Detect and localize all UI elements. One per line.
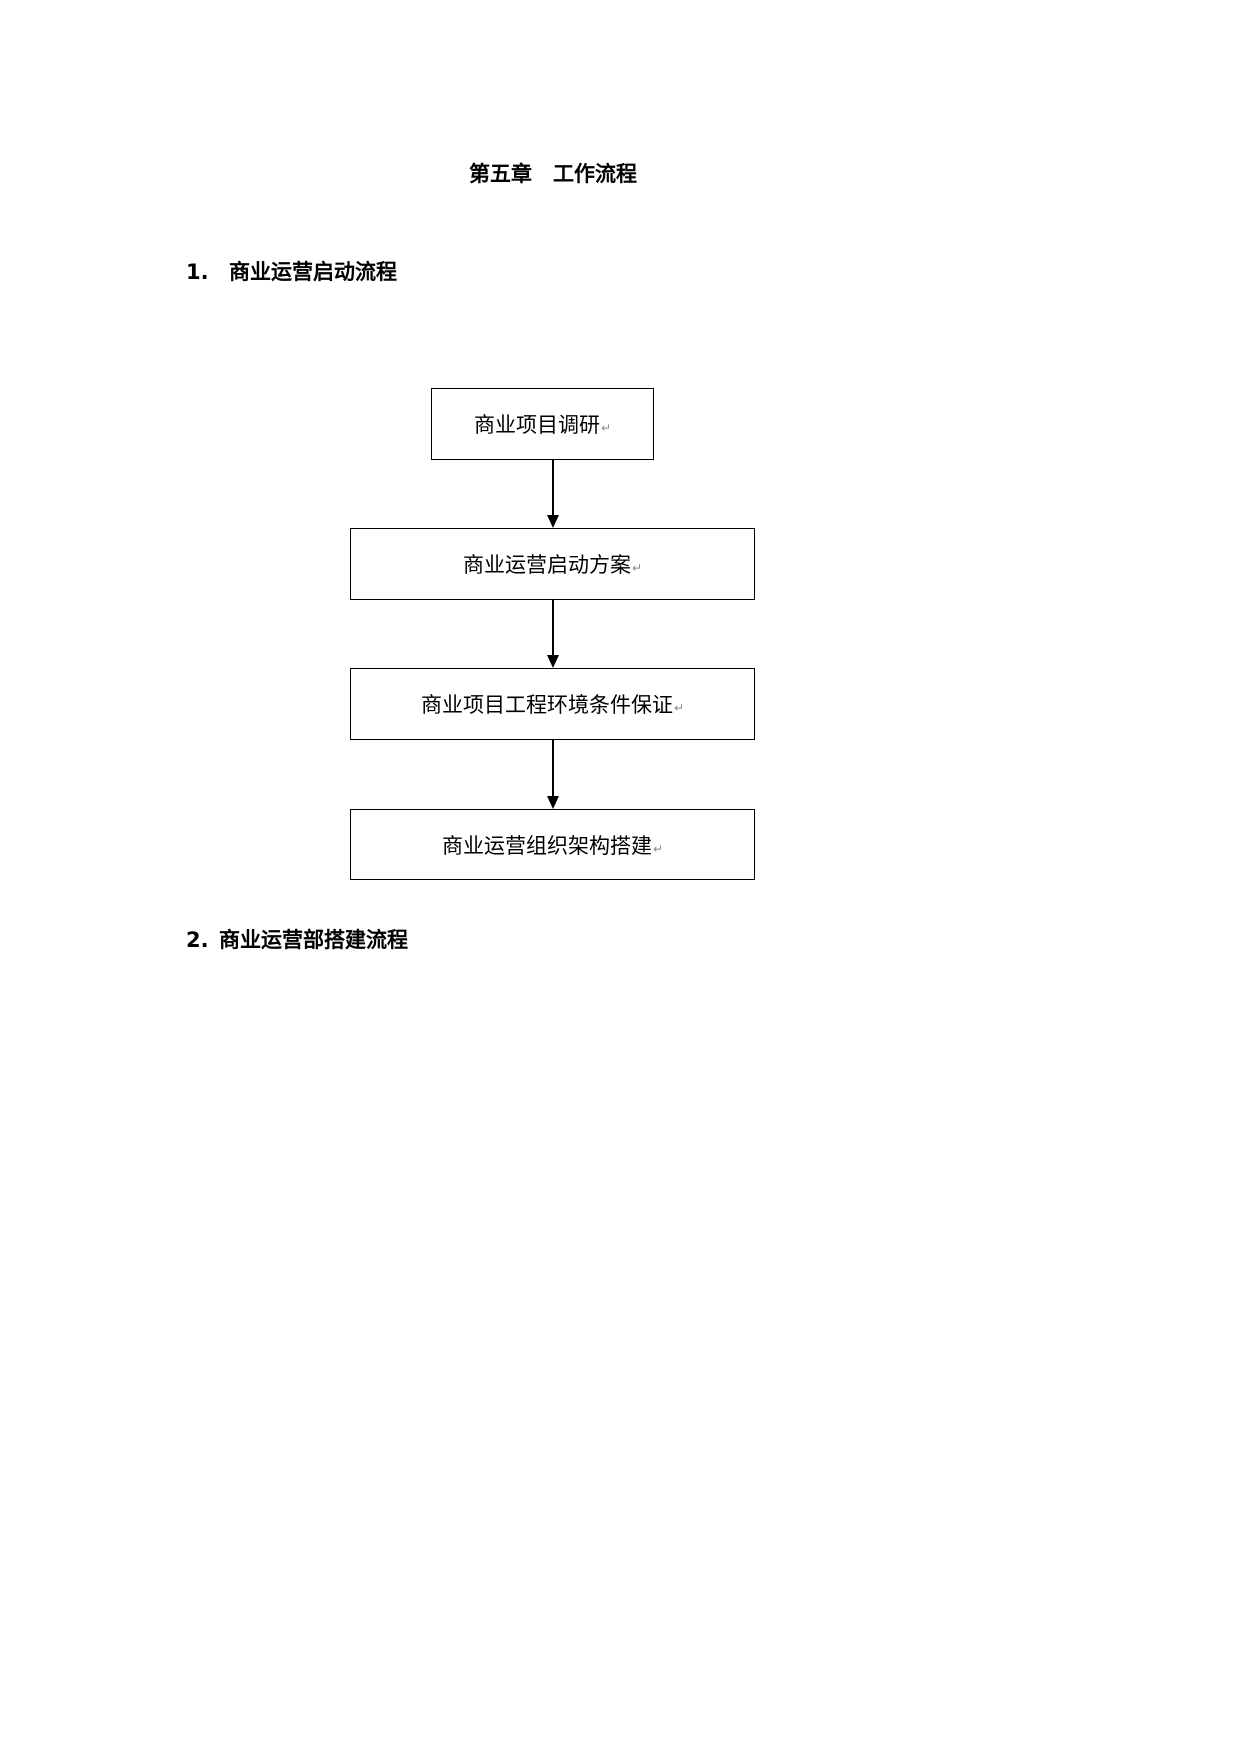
flow-step-box: 商业项目工程环境条件保证↵ bbox=[350, 668, 755, 740]
flow-step-label: 商业运营启动方案 bbox=[462, 553, 631, 577]
chapter-title: 第五章 工作流程 bbox=[469, 162, 637, 186]
flow-step-label: 商业运营组织架构搭建 bbox=[441, 833, 652, 858]
paragraph-mark-icon: ↵ bbox=[631, 561, 643, 575]
arrow-line bbox=[552, 600, 554, 656]
flow-step-label: 商业项目调研 bbox=[473, 413, 600, 437]
arrow-head-icon bbox=[547, 515, 559, 528]
arrow-line bbox=[552, 740, 554, 797]
section-title: 商业运营启动流程 bbox=[229, 260, 397, 284]
section-number: 1. bbox=[186, 260, 209, 284]
flow-step-box: 商业项目调研↵ bbox=[431, 388, 654, 460]
flow-step-label: 商业项目工程环境条件保证 bbox=[420, 693, 673, 717]
flow-step-box: 商业运营组织架构搭建↵ bbox=[350, 809, 755, 880]
section-heading-1: 1. 商业运营启动流程 bbox=[186, 256, 397, 286]
flow-arrow bbox=[547, 600, 559, 668]
paragraph-mark-icon: ↵ bbox=[652, 841, 664, 856]
paragraph-mark-icon: ↵ bbox=[673, 701, 685, 715]
paragraph-mark-icon: ↵ bbox=[600, 421, 612, 435]
arrow-head-icon bbox=[547, 796, 559, 809]
flow-arrow bbox=[547, 740, 559, 809]
section-title: 商业运营部搭建流程 bbox=[219, 928, 408, 952]
section-heading-2: 2. 商业运营部搭建流程 bbox=[186, 924, 408, 954]
arrow-line bbox=[552, 460, 554, 516]
flow-step-box: 商业运营启动方案↵ bbox=[350, 528, 755, 600]
arrow-head-icon bbox=[547, 655, 559, 668]
flow-arrow bbox=[547, 460, 559, 528]
section-number: 2. bbox=[186, 928, 209, 952]
